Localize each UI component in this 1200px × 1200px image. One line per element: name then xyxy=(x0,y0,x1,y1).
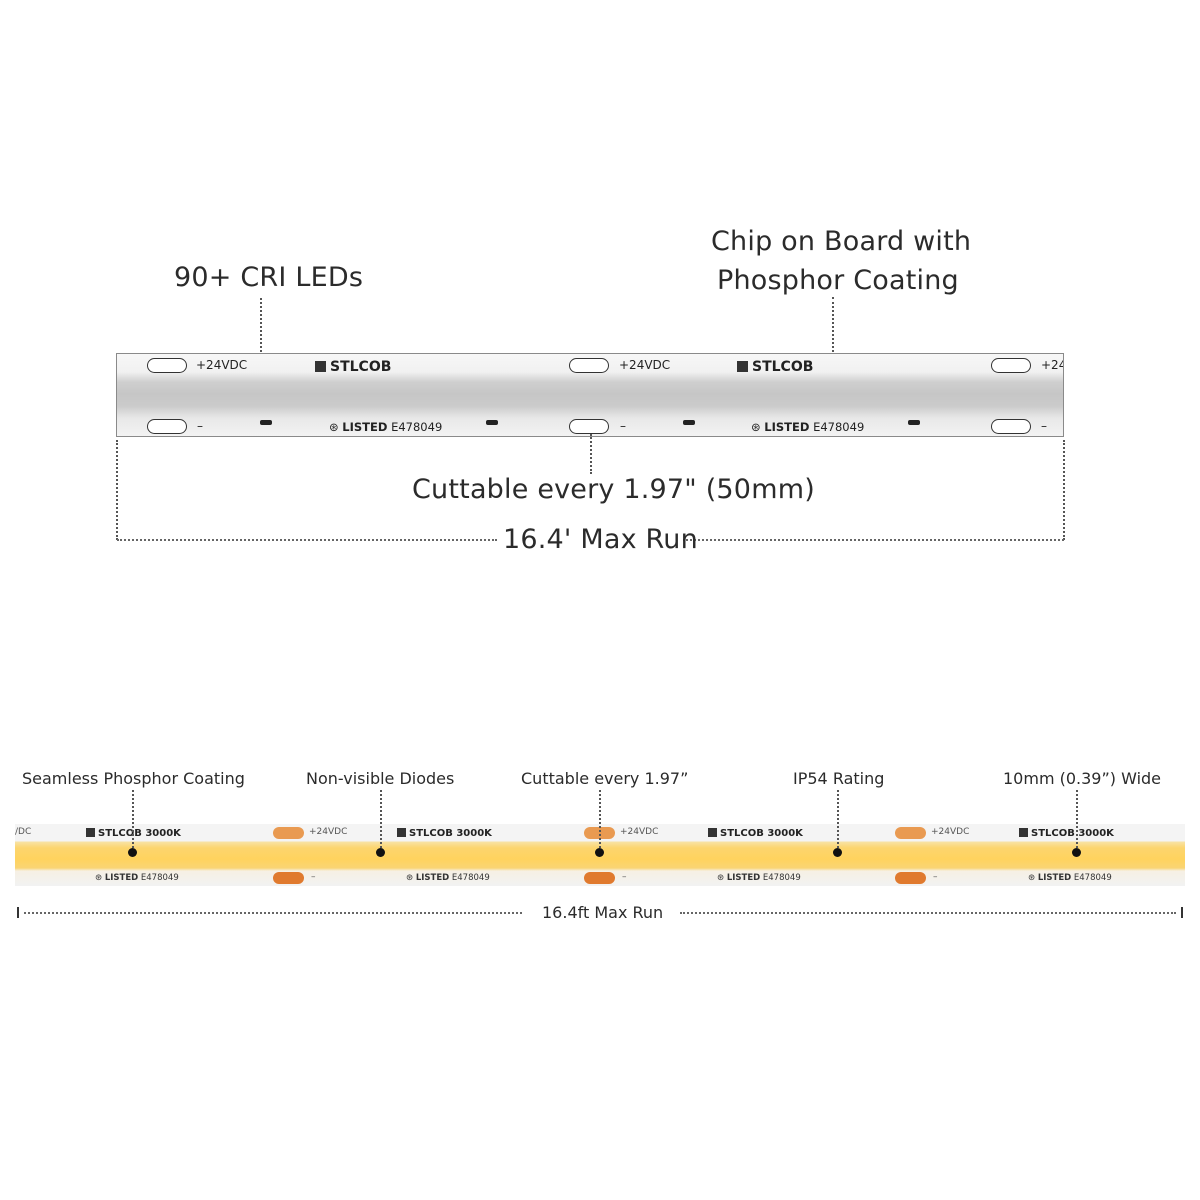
listed-label: ⊛ LISTED E478049 xyxy=(751,420,865,434)
marker-dot xyxy=(595,848,604,857)
brand-logo-icon xyxy=(737,361,748,372)
component xyxy=(486,420,498,425)
solder-pad xyxy=(895,827,926,839)
minus-label: – xyxy=(1041,419,1047,433)
listed-label: ⊛ LISTED E478049 xyxy=(329,420,443,434)
minus-label: – xyxy=(933,872,938,882)
listed-label: ⊛ LISTED E478049 xyxy=(406,873,490,883)
marker-dot xyxy=(376,848,385,857)
leader-non-visible xyxy=(380,790,382,848)
leader-chip xyxy=(832,297,834,396)
callout-ip54: IP54 Rating xyxy=(793,769,885,788)
leader-ip54 xyxy=(837,790,839,848)
brand-label: STLCOB xyxy=(315,359,391,375)
leader-cuttable xyxy=(599,790,601,848)
brand-logo-icon xyxy=(315,361,326,372)
run-bracket-left xyxy=(116,440,118,540)
voltage-label: +24VDC xyxy=(931,827,970,837)
minus-label: – xyxy=(620,419,626,433)
solder-pad xyxy=(991,358,1031,373)
solder-pad xyxy=(273,827,304,839)
voltage-label: +24VDC xyxy=(309,827,348,837)
brand-logo-icon xyxy=(397,828,406,837)
marker-dot xyxy=(1072,848,1081,857)
brand-label: STLCOB 3000K xyxy=(1019,828,1114,839)
minus-label: – xyxy=(197,419,203,433)
solder-pad xyxy=(991,419,1031,434)
callout-cuttable-197: Cuttable every 1.97” xyxy=(521,769,689,788)
run-line-right xyxy=(680,912,1176,914)
listed-label: ⊛ LISTED E478049 xyxy=(1028,873,1112,883)
listed-label: ⊛ LISTED E478049 xyxy=(95,873,179,883)
run-line-left xyxy=(117,539,497,541)
callout-non-visible-diodes: Non-visible Diodes xyxy=(306,769,455,788)
brand-label: STLCOB 3000K xyxy=(397,828,492,839)
voltage-label: +24VDC xyxy=(620,827,659,837)
run-line-right xyxy=(683,539,1064,541)
callout-chip-line2: Phosphor Coating xyxy=(717,265,959,296)
leader-cri-leds xyxy=(260,298,262,396)
callout-width: 10mm (0.39”) Wide xyxy=(1003,769,1162,788)
voltage-label: +24V xyxy=(1041,358,1063,372)
callout-max-run-ft: 16.4ft Max Run xyxy=(542,903,664,922)
component xyxy=(260,420,272,425)
listed-label: ⊛ LISTED E478049 xyxy=(717,873,801,883)
brand-logo-icon xyxy=(708,828,717,837)
solder-pad xyxy=(273,872,304,884)
solder-pad xyxy=(147,419,187,434)
brand-label: STLCOB xyxy=(737,359,813,375)
leader-width xyxy=(1076,790,1078,848)
minus-label: – xyxy=(311,872,316,882)
callout-cuttable: Cuttable every 1.97" (50mm) xyxy=(412,474,815,505)
led-strip-grey: +24VDC STLCOB – ⊛ LISTED E478049 +24VDC … xyxy=(116,353,1064,437)
brand-label: STLCOB 3000K xyxy=(86,828,181,839)
run-tick-right xyxy=(1181,907,1183,918)
callout-chip-line1: Chip on Board with xyxy=(711,226,972,257)
solder-pad xyxy=(569,419,609,434)
solder-pad xyxy=(895,872,926,884)
brand-logo-icon xyxy=(86,828,95,837)
callout-cri-leds: 90+ CRI LEDs xyxy=(174,262,364,293)
minus-label: – xyxy=(622,872,627,882)
voltage-label: /DC xyxy=(15,827,32,837)
run-line-left xyxy=(24,912,522,914)
callout-seamless-phosphor: Seamless Phosphor Coating xyxy=(22,769,245,788)
solder-pad xyxy=(569,358,609,373)
leader-cut xyxy=(590,434,592,474)
voltage-label: +24VDC xyxy=(196,358,248,372)
callout-max-run: 16.4' Max Run xyxy=(503,524,698,555)
run-tick-left xyxy=(17,907,19,918)
run-bracket-right xyxy=(1063,440,1065,540)
solder-pad xyxy=(584,872,615,884)
solder-pad xyxy=(147,358,187,373)
brand-label: STLCOB 3000K xyxy=(708,828,803,839)
marker-dot xyxy=(128,848,137,857)
component xyxy=(908,420,920,425)
leader-seamless xyxy=(132,790,134,848)
component xyxy=(683,420,695,425)
voltage-label: +24VDC xyxy=(619,358,671,372)
brand-logo-icon xyxy=(1019,828,1028,837)
marker-dot xyxy=(833,848,842,857)
